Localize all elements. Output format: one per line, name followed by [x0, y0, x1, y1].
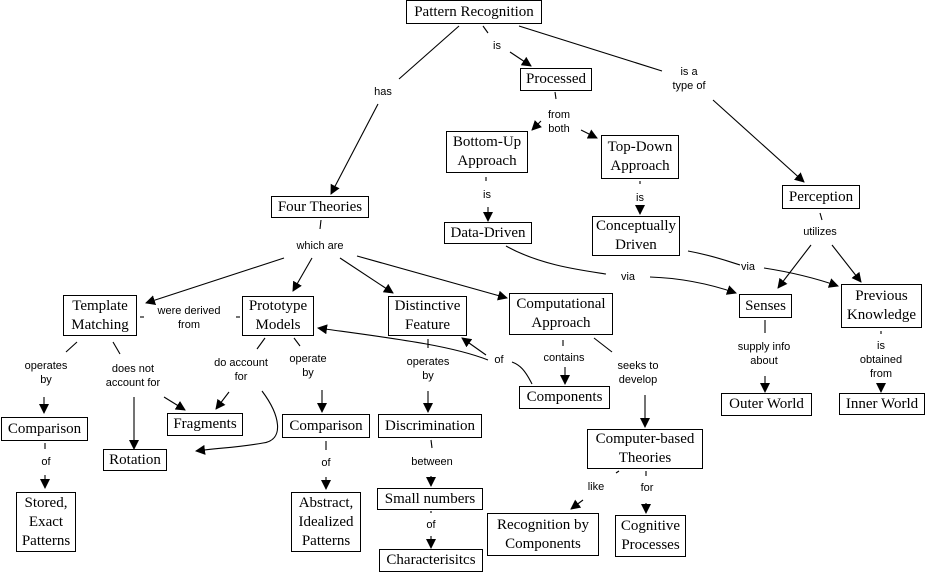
- link-label-operate-by-prototype: operate by: [289, 353, 327, 379]
- edge-whichare-template: [145, 257, 285, 305]
- link-label-via-data-driven: via: [620, 271, 636, 283]
- edge-via-senses: [649, 276, 737, 295]
- edge-computational-seeks: [593, 337, 613, 353]
- node-abstract-idealized-patterns[interactable]: Abstract, Idealized Patterns: [291, 492, 361, 552]
- edge-doaccount-fragments: [215, 391, 230, 410]
- node-cognitive-processes[interactable]: Cognitive Processes: [615, 515, 686, 557]
- link-label-via-conceptually: via: [740, 261, 756, 273]
- node-top-down-approach[interactable]: Top-Down Approach: [601, 135, 679, 179]
- node-components[interactable]: Components: [519, 386, 610, 409]
- edge-utilizes-senses: [777, 244, 812, 289]
- edge-prototype-operateby: [293, 337, 301, 347]
- node-template-matching[interactable]: Template Matching: [63, 295, 137, 336]
- link-label-were-derived-from: were derived from: [157, 305, 221, 331]
- node-pattern-recognition[interactable]: Pattern Recognition: [406, 0, 542, 24]
- node-rotation[interactable]: Rotation: [103, 449, 167, 471]
- node-characteristics[interactable]: Characterisitcs: [379, 549, 483, 572]
- edge-has-fourtheories: [330, 103, 379, 195]
- edge-via-prevknowledge: [763, 267, 839, 288]
- link-label-is-top-down: is: [636, 192, 644, 204]
- link-label-contains: contains: [543, 352, 585, 364]
- edge-pr-isatype: [518, 25, 663, 72]
- edge-doaccount-rotation: [195, 390, 279, 455]
- link-label-is-a-type-of: is a type of: [672, 66, 706, 92]
- edge-utilizes-prevknowledge: [831, 244, 862, 283]
- link-label-which-are: which are: [296, 240, 344, 252]
- link-label-operates-by-distinctive: operates by: [406, 356, 450, 382]
- edge-whichare-computational: [356, 255, 508, 301]
- edge-fromboth-bottomup: [531, 120, 542, 131]
- edge-isatype-perception: [712, 99, 805, 183]
- edge-processed-fromboth: [554, 91, 557, 100]
- link-label-supply-info-about: supply info about: [737, 341, 791, 367]
- node-small-numbers[interactable]: Small numbers: [377, 488, 483, 510]
- node-conceptually-driven[interactable]: Conceptually Driven: [592, 216, 680, 256]
- link-label-from-both: from both: [548, 109, 570, 135]
- edge-template-operatesby: [65, 341, 78, 353]
- edge-template-doesnot: [112, 341, 121, 355]
- link-label-has: has: [374, 86, 392, 98]
- edge-computer-like: [615, 470, 620, 474]
- link-label-like: like: [587, 481, 605, 493]
- node-recognition-by-components[interactable]: Recognition by Components: [487, 513, 599, 556]
- edge-conceptually-via: [687, 250, 741, 266]
- edge-of-prototype: [317, 324, 489, 361]
- node-prototype-models[interactable]: Prototype Models: [242, 296, 314, 336]
- link-label-is-bottom-up: is: [483, 189, 491, 201]
- node-perception[interactable]: Perception: [782, 185, 860, 209]
- node-discrimination[interactable]: Discrimination: [378, 414, 482, 438]
- link-label-is: is: [493, 40, 501, 52]
- link-label-of-comparison-prototype: of: [321, 457, 331, 469]
- edge-whichare-prototype: [292, 257, 313, 292]
- edge-of-distinctive: [461, 337, 487, 356]
- edge-discrimination-between: [430, 439, 433, 449]
- link-label-does-not-account-for: does not account for: [105, 363, 161, 389]
- edge-prototype-doaccount: [256, 337, 266, 350]
- node-four-theories[interactable]: Four Theories: [271, 196, 369, 218]
- edge-perception-utilizes: [819, 212, 823, 221]
- node-inner-world[interactable]: Inner World: [839, 393, 925, 415]
- edge-doesnot-fragments: [163, 396, 186, 411]
- edge-components-of: [511, 361, 533, 385]
- node-bottom-up-approach[interactable]: Bottom-Up Approach: [446, 131, 528, 173]
- link-label-between: between: [411, 456, 453, 468]
- node-data-driven[interactable]: Data-Driven: [444, 222, 532, 244]
- link-label-seeks-to-develop: seeks to develop: [617, 360, 659, 386]
- link-label-utilizes: utilizes: [803, 226, 837, 238]
- link-label-of-small-numbers: of: [426, 519, 436, 531]
- node-outer-world[interactable]: Outer World: [721, 393, 812, 416]
- edge-like-recognition: [570, 499, 584, 510]
- node-fragments[interactable]: Fragments: [167, 413, 243, 436]
- node-senses[interactable]: Senses: [739, 294, 792, 318]
- node-distinctive-feature[interactable]: Distinctive Feature: [388, 296, 467, 336]
- node-processed[interactable]: Processed: [520, 68, 592, 91]
- link-label-of-components: of: [494, 354, 504, 366]
- edge-fromboth-topdown: [580, 129, 598, 139]
- node-computational-approach[interactable]: Computational Approach: [509, 293, 613, 335]
- edge-pr-is: [482, 25, 489, 34]
- node-stored-exact-patterns[interactable]: Stored, Exact Patterns: [16, 492, 76, 552]
- link-label-of-comparison-template: of: [41, 456, 51, 468]
- node-comparison-prototype[interactable]: Comparison: [282, 414, 370, 438]
- edge-is-processed: [509, 51, 532, 67]
- edge-datadriven-via: [505, 245, 607, 275]
- node-comparison-template[interactable]: Comparison: [1, 417, 88, 441]
- edge-pr-has: [398, 25, 460, 80]
- link-label-operates-by-template: operates by: [24, 360, 68, 386]
- edge-whichare-distinctive: [339, 257, 394, 294]
- link-label-is-obtained-from: is obtained from: [859, 340, 903, 380]
- node-computer-based-theories[interactable]: Computer-based Theories: [587, 429, 703, 469]
- edge-fourtheories-whichare: [319, 219, 322, 230]
- node-previous-knowledge[interactable]: Previous Knowledge: [841, 284, 922, 328]
- link-label-do-account-for: do account for: [214, 357, 268, 383]
- link-label-for: for: [640, 482, 654, 494]
